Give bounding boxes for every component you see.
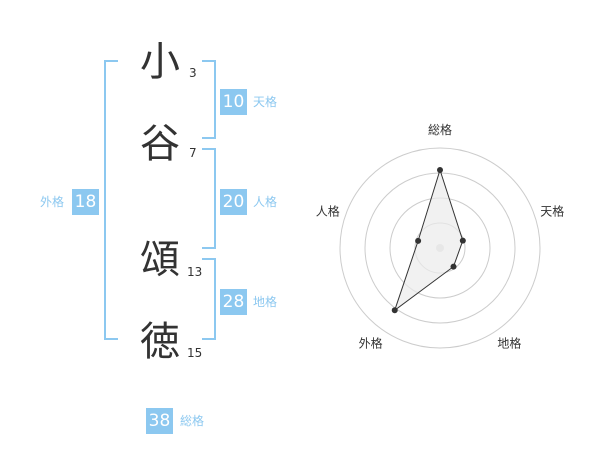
stroke-count-3: 13 (187, 265, 203, 279)
chikaku-label: 地格 (253, 295, 278, 309)
gaikaku-value: 18 (72, 189, 99, 215)
radar-ring (339, 147, 541, 349)
radar-point-2 (450, 263, 457, 270)
radar-axis-label-0: 総格 (428, 122, 452, 137)
radar-point-1 (459, 237, 466, 244)
name-char-4: 徳 (140, 319, 180, 365)
radar-point-0 (437, 167, 443, 173)
radar-axis-label-4: 人格 (316, 204, 340, 219)
tenkaku-value: 10 (220, 89, 247, 115)
soukaku-label: 総格 (180, 414, 205, 428)
radar-axis-label-1: 天格 (540, 204, 564, 219)
radar-axis-label-2: 地格 (497, 336, 521, 351)
gaikaku-bracket (104, 60, 118, 340)
name-char-1: 小 (140, 39, 180, 85)
chikaku-value: 28 (220, 289, 247, 315)
tenkaku-label: 天格 (253, 95, 278, 109)
stroke-count-4: 15 (187, 346, 203, 360)
stroke-count-1: 3 (189, 66, 197, 80)
radar-point-4 (415, 237, 422, 244)
chikaku-bracket (202, 258, 216, 340)
tenkaku-bracket (202, 60, 216, 139)
soukaku-value: 38 (146, 408, 173, 434)
radar-point-3 (391, 307, 398, 314)
radar-axis-label-3: 外格 (359, 336, 383, 351)
radar-polygon (393, 168, 464, 312)
jinkaku-value: 20 (220, 189, 247, 215)
gaikaku-label: 外格 (40, 195, 65, 209)
name-char-2: 谷 (140, 121, 180, 167)
jinkaku-bracket (202, 148, 216, 249)
stroke-count-2: 7 (189, 146, 197, 160)
jinkaku-label: 人格 (253, 195, 278, 209)
name-char-3: 頌 (140, 237, 180, 283)
